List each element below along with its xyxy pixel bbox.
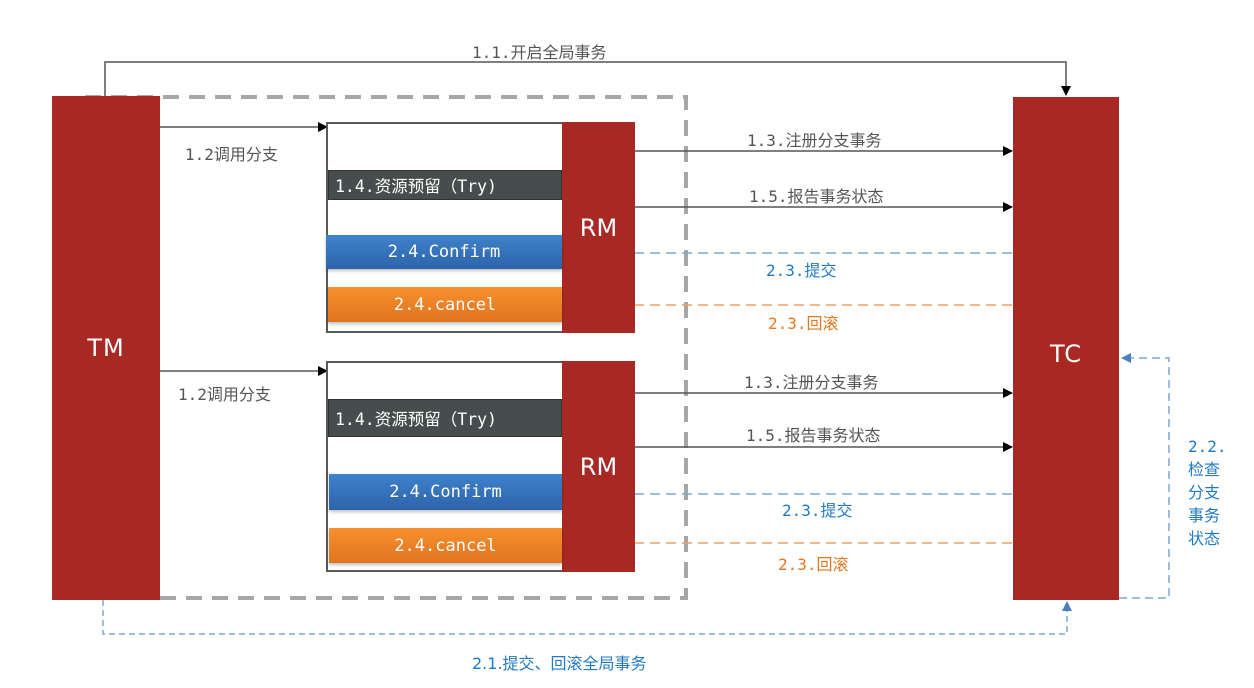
cancel-step-2: 2.4.cancel: [329, 528, 562, 563]
rm-2-label: RM: [579, 452, 618, 481]
label-call-branch-1: 1.2调用分支: [185, 145, 278, 164]
label-report-status-2: 1.5.报告事务状态: [746, 426, 881, 445]
try-step-1-label: 1.4.资源预留（Try): [335, 177, 497, 196]
confirm-step-2: 2.4.Confirm: [329, 474, 562, 510]
arrow-check-status: [1119, 353, 1170, 599]
confirm-step-1: 2.4.Confirm: [326, 235, 562, 269]
label-call-branch-2: 1.2调用分支: [178, 385, 271, 404]
try-step-2: 1.4.资源预留（Try): [328, 399, 562, 437]
label-commit-2: 2.3.提交: [782, 501, 853, 520]
confirm-step-1-label: 2.4.Confirm: [387, 242, 501, 262]
participant-boundary: [85, 95, 688, 600]
tm-label: TM: [87, 334, 125, 362]
tc-actor: TC: [1013, 97, 1119, 600]
tm-actor: TM: [52, 96, 160, 600]
try-step-2-label: 1.4.资源预留（Try): [335, 410, 497, 429]
check-status-line: 2.2.: [1188, 437, 1227, 456]
cancel-step-1-label: 2.4.cancel: [393, 294, 497, 315]
label-check-status: 2.2. 检查 分支 事务 状态: [1188, 435, 1227, 550]
label-rollback-2: 2.3.回滚: [778, 555, 849, 574]
check-status-line: 检查: [1188, 460, 1221, 479]
label-register-branch-1: 1.3.注册分支事务: [747, 131, 882, 150]
tc-label: TC: [1049, 340, 1082, 368]
try-step-1: 1.4.资源预留（Try): [328, 170, 562, 200]
arrow-begin-global: [104, 61, 1071, 96]
label-rollback-1: 2.3.回滚: [768, 314, 839, 333]
label-commit-rollback-global: 2.1.提交、回滚全局事务: [472, 654, 647, 673]
arrow-commit-rollback-global: [102, 600, 1072, 635]
rm-1-label: RM: [579, 213, 618, 242]
confirm-step-2-label: 2.4.Confirm: [389, 482, 502, 502]
cancel-step-1: 2.4.cancel: [328, 287, 562, 322]
check-status-line: 分支: [1188, 483, 1221, 502]
cancel-step-2-label: 2.4.cancel: [394, 535, 497, 556]
rm-1: RM: [562, 122, 635, 333]
rm-2: RM: [562, 361, 635, 572]
label-begin-global: 1.1.开启全局事务: [472, 43, 607, 62]
check-status-line: 事务: [1188, 506, 1221, 525]
label-register-branch-2: 1.3.注册分支事务: [744, 373, 879, 392]
label-commit-1: 2.3.提交: [766, 261, 837, 280]
check-status-line: 状态: [1188, 529, 1221, 548]
label-report-status-1: 1.5.报告事务状态: [749, 187, 884, 206]
